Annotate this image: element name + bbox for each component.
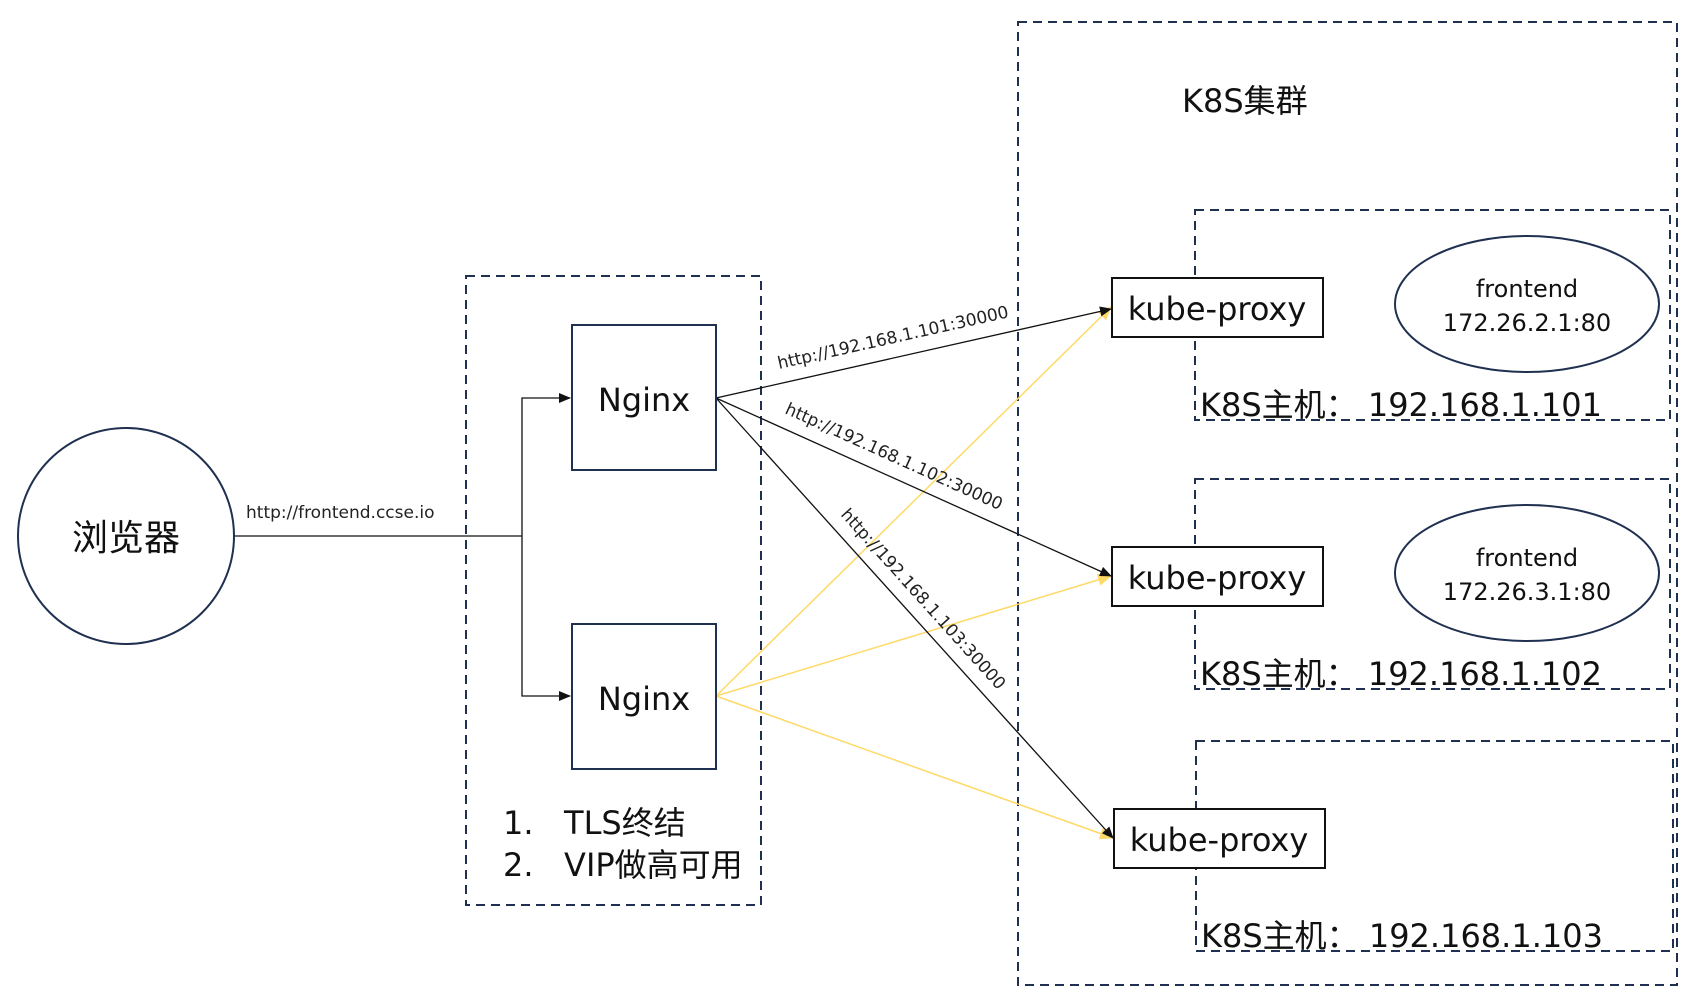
edge-label-101: http://192.168.1.101:30000 (776, 302, 1011, 373)
host-label: K8S主机： 192.168.1.102 (1200, 655, 1602, 693)
host-label: K8S主机： 192.168.1.101 (1200, 386, 1602, 424)
edge-nginx2-proxy1 (715, 306, 1112, 697)
browser-circle (17, 427, 235, 645)
nginx-node-2: Nginx (571, 623, 717, 770)
kube-proxy-1: kube-proxy (1111, 277, 1324, 338)
kube-proxy-box (1111, 277, 1324, 338)
k8s-cluster-boundary (1017, 21, 1678, 986)
kube-proxy-label: kube-proxy (1128, 290, 1307, 328)
pod-ellipse (1394, 235, 1660, 373)
kube-proxy-box (1111, 546, 1324, 607)
k8s-host-2: K8S主机： 192.168.1.102 (1194, 478, 1671, 693)
edge-nginx1-proxy1 (715, 306, 1112, 399)
kube-proxy-box (1113, 808, 1326, 869)
nginx-node-1: Nginx (571, 324, 717, 471)
edge-nginx1-proxy3 (715, 397, 1114, 839)
kube-proxy-3: kube-proxy (1113, 808, 1326, 869)
lb-note-1: 1. TLS终结 (503, 804, 686, 842)
lb-note-2: 2. VIP做高可用 (503, 846, 743, 884)
host-label: K8S主机： 192.168.1.103 (1201, 917, 1603, 955)
pod-address: 172.26.2.1:80 (1443, 309, 1611, 337)
fork-to-nginx-2 (521, 536, 571, 701)
nginx-label: Nginx (598, 680, 690, 718)
nginx-2-edges (715, 306, 1114, 840)
edge-nginx1-proxy2 (715, 397, 1112, 577)
k8s-cluster-title: K8S集群 (1182, 82, 1308, 120)
frontend-pod-1: frontend 172.26.2.1:80 (1394, 235, 1660, 373)
load-balancer-group (465, 275, 762, 906)
nginx-box (571, 324, 717, 471)
kube-proxy-label: kube-proxy (1130, 821, 1309, 859)
pod-name: frontend (1476, 275, 1578, 303)
browser-node: 浏览器 (17, 427, 235, 645)
browser-edge-label: http://frontend.ccse.io (246, 503, 435, 523)
nginx-box (571, 623, 717, 770)
fork-to-nginx-1 (521, 393, 571, 536)
kube-proxy-2: kube-proxy (1111, 546, 1324, 607)
pod-ellipse (1394, 504, 1660, 642)
edge-nginx2-proxy3 (715, 695, 1114, 840)
nginx-1-edges (715, 306, 1114, 839)
edge-label-102: http://192.168.1.102:30000 (782, 399, 1006, 514)
kube-proxy-label: kube-proxy (1128, 559, 1307, 597)
edge-label-103: http://192.168.1.103:30000 (836, 505, 1009, 694)
pod-name: frontend (1476, 544, 1578, 572)
nginx-label: Nginx (598, 381, 690, 419)
pod-address: 172.26.3.1:80 (1443, 578, 1611, 606)
browser-label: 浏览器 (72, 518, 180, 559)
frontend-pod-2: frontend 172.26.3.1:80 (1394, 504, 1660, 642)
edge-nginx2-proxy2 (715, 574, 1112, 697)
